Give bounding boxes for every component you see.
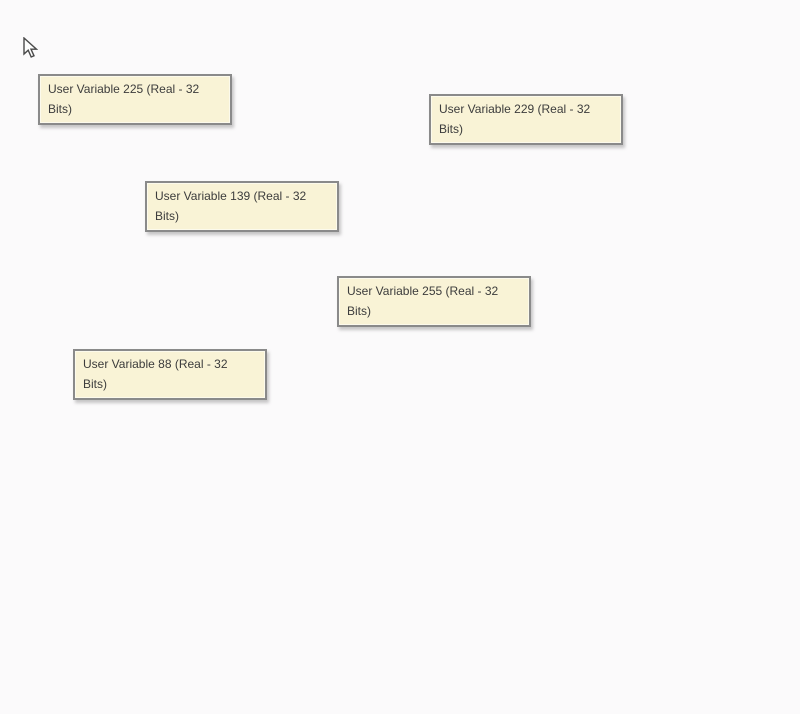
output-port[interactable] [226, 90, 245, 109]
variable-node[interactable]: User Variable 255 (Real - 32 Bits) [337, 276, 544, 327]
output-port[interactable] [525, 292, 544, 311]
output-port[interactable] [617, 110, 636, 129]
variable-node[interactable]: User Variable 225 (Real - 32 Bits) [38, 74, 245, 125]
variable-node-label: User Variable 88 (Real - 32 Bits) [83, 357, 228, 391]
variable-node-label: User Variable 139 (Real - 32 Bits) [155, 189, 307, 223]
variable-node-label: User Variable 229 (Real - 32 Bits) [439, 102, 591, 136]
variable-node[interactable]: User Variable 88 (Real - 32 Bits) [73, 349, 280, 400]
variable-node-label: User Variable 225 (Real - 32 Bits) [48, 82, 200, 116]
variable-node[interactable]: User Variable 139 (Real - 32 Bits) [145, 181, 352, 232]
output-port[interactable] [333, 197, 352, 216]
variable-node-label: User Variable 255 (Real - 32 Bits) [347, 284, 499, 318]
variable-node[interactable]: User Variable 229 (Real - 32 Bits) [429, 94, 636, 145]
mouse-cursor-icon [23, 37, 38, 58]
output-port[interactable] [261, 365, 280, 384]
